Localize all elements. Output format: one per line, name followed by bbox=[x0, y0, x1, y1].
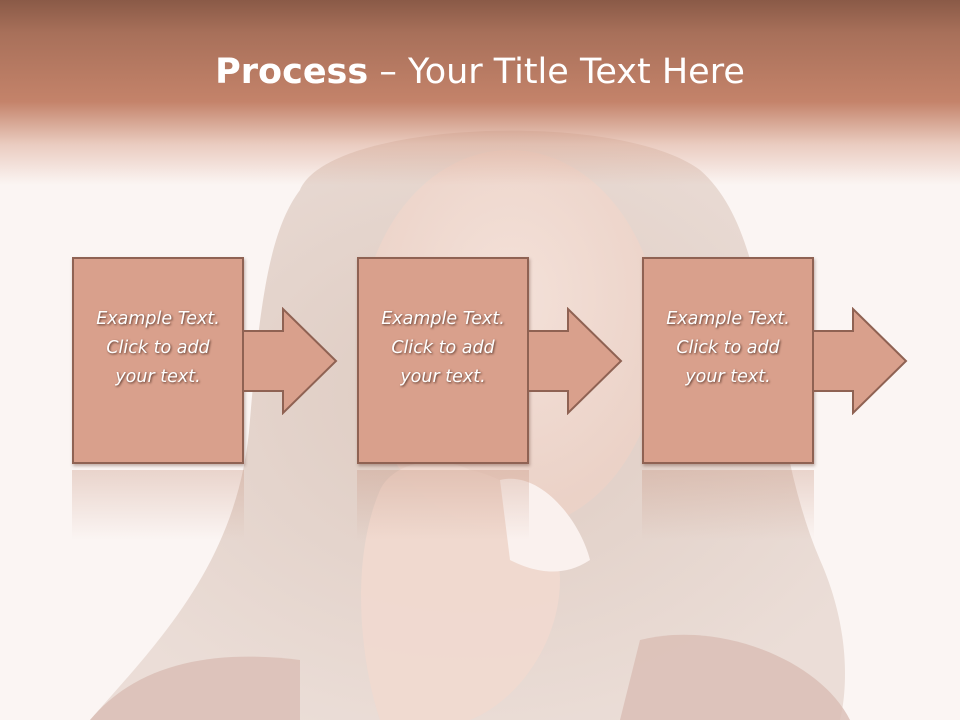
step-text: Example Text. Click to add your text. bbox=[83, 305, 233, 392]
step-line-1: Example Text. bbox=[666, 309, 790, 329]
process-step-2[interactable]: Example Text. Click to add your text. bbox=[357, 257, 529, 464]
process-step-3[interactable]: Example Text. Click to add your text. bbox=[642, 257, 814, 464]
slide-title[interactable]: Process – Your Title Text Here bbox=[0, 52, 960, 92]
step-reflection bbox=[642, 470, 814, 540]
process-step-1[interactable]: Example Text. Click to add your text. bbox=[72, 257, 244, 464]
title-band bbox=[0, 0, 960, 185]
arrow-right-icon bbox=[243, 307, 338, 415]
title-bold: Process bbox=[215, 52, 369, 92]
step-text: Example Text. Click to add your text. bbox=[368, 305, 518, 392]
step-line-1: Example Text. bbox=[96, 309, 220, 329]
arrow-right-icon bbox=[813, 307, 908, 415]
step-line-2: Click to add bbox=[106, 338, 210, 358]
step-line-3: your text. bbox=[685, 367, 771, 387]
step-line-2: Click to add bbox=[676, 338, 780, 358]
step-reflection bbox=[72, 470, 244, 540]
step-line-3: your text. bbox=[400, 367, 486, 387]
title-rest: – Your Title Text Here bbox=[368, 52, 745, 92]
step-line-2: Click to add bbox=[391, 338, 495, 358]
step-text: Example Text. Click to add your text. bbox=[653, 305, 803, 392]
arrow-right-icon bbox=[528, 307, 623, 415]
step-line-3: your text. bbox=[115, 367, 201, 387]
step-line-1: Example Text. bbox=[381, 309, 505, 329]
step-reflection bbox=[357, 470, 529, 540]
